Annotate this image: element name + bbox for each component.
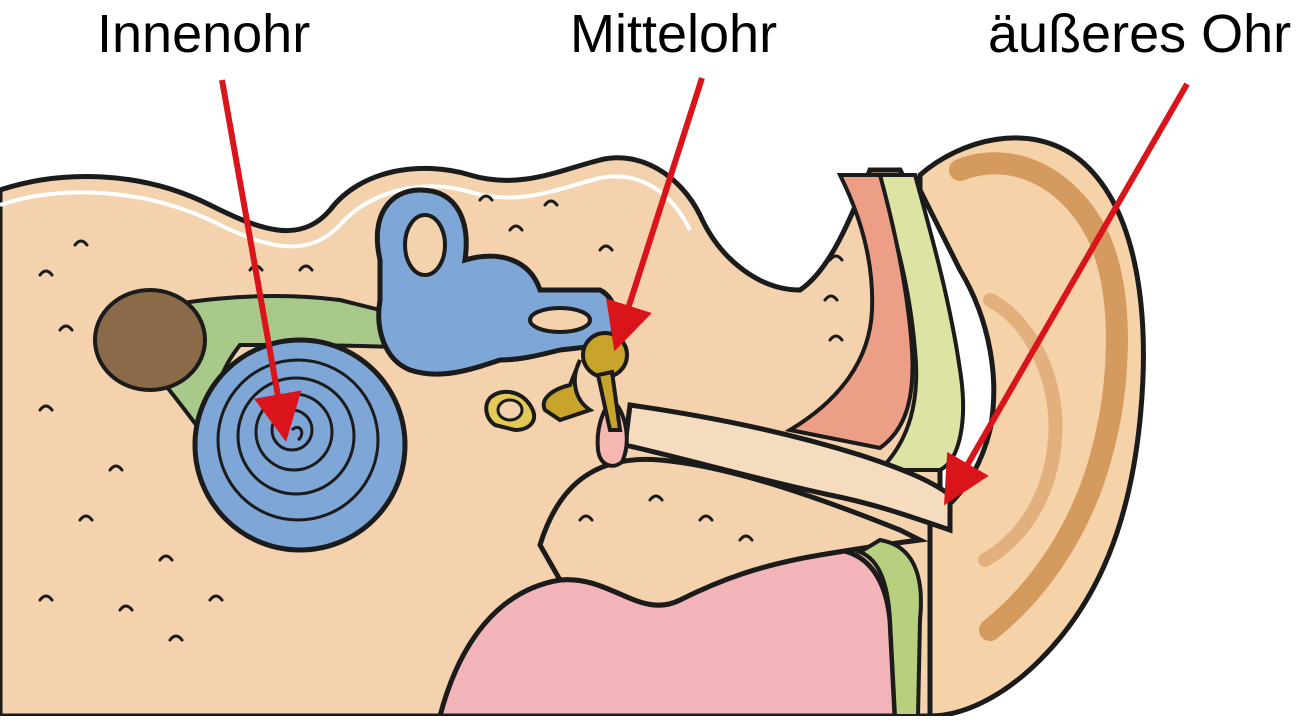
canal-loop-inner: [405, 215, 445, 275]
label-inner-ear: Innenohr: [97, 2, 310, 66]
internal-meatus: [95, 290, 205, 390]
canal-loop-small: [530, 308, 590, 332]
stapes-footplate: [498, 400, 522, 420]
label-middle-ear: Mittelohr: [570, 2, 777, 66]
label-outer-ear: äußeres Ohr: [988, 2, 1291, 66]
